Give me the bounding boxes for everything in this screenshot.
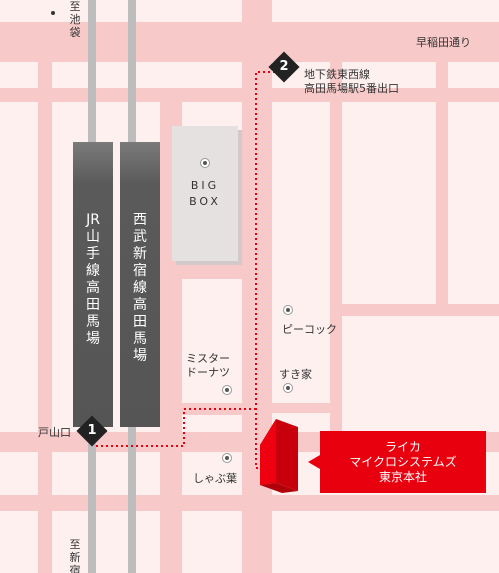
shabuyo-label: しゃぶ葉 (193, 472, 237, 485)
road-h-right (330, 304, 499, 316)
road-h-inner (182, 265, 242, 279)
map-dot (51, 11, 55, 15)
route-from-exit-1 (96, 408, 256, 447)
road-v-far-right (436, 62, 448, 316)
bigbox-poi-icon (200, 158, 210, 168)
road-h-right-low (272, 403, 336, 413)
seibu-station-label: 西武新宿線 高田馬場 (133, 212, 147, 364)
waseda-dori-label: 早稲田通り (416, 36, 471, 49)
misterdonut-label: ミスタードーナツ (186, 352, 230, 379)
destination-line3: 東京本社 (378, 469, 427, 484)
bigbox-building (172, 126, 238, 261)
road-v-right (330, 62, 342, 432)
exit2-label-line1: 地下鉄東西線 (304, 68, 370, 81)
jr-station-label: JR山手線 高田馬場 (86, 212, 100, 347)
destination-line2: マイクロシステムズ (349, 454, 457, 469)
bigbox-label: BIG BOX (189, 179, 221, 208)
misterdonut-poi-icon (222, 385, 232, 395)
road-v-left (38, 62, 52, 573)
seibu-takadanobaba-station: 西武新宿線 高田馬場 (120, 142, 160, 427)
toyamaguchi-label: 戸山口 (38, 426, 71, 439)
road-h-mid (182, 403, 242, 415)
sukiya-poi-icon (283, 383, 293, 393)
destination-callout-arrow (308, 455, 320, 469)
to-ikebukuro-label: 至池袋 (69, 0, 81, 39)
sukiya-label: すき家 (279, 368, 312, 381)
destination-line1: ライカ (384, 439, 421, 454)
destination-building-icon (260, 419, 298, 493)
shabuyo-poi-icon (222, 453, 232, 463)
to-shinjuku-label: 至新宿 (69, 538, 81, 573)
route-from-exit-2 (255, 71, 280, 469)
peacock-poi-icon (283, 305, 293, 315)
exit2-label-line2: 高田馬場駅5番出口 (304, 82, 399, 95)
peacock-label: ピーコック (282, 323, 337, 336)
destination-callout: ライカ マイクロシステムズ 東京本社 (320, 431, 486, 493)
jr-takadanobaba-station: JR山手線 高田馬場 (73, 142, 113, 427)
